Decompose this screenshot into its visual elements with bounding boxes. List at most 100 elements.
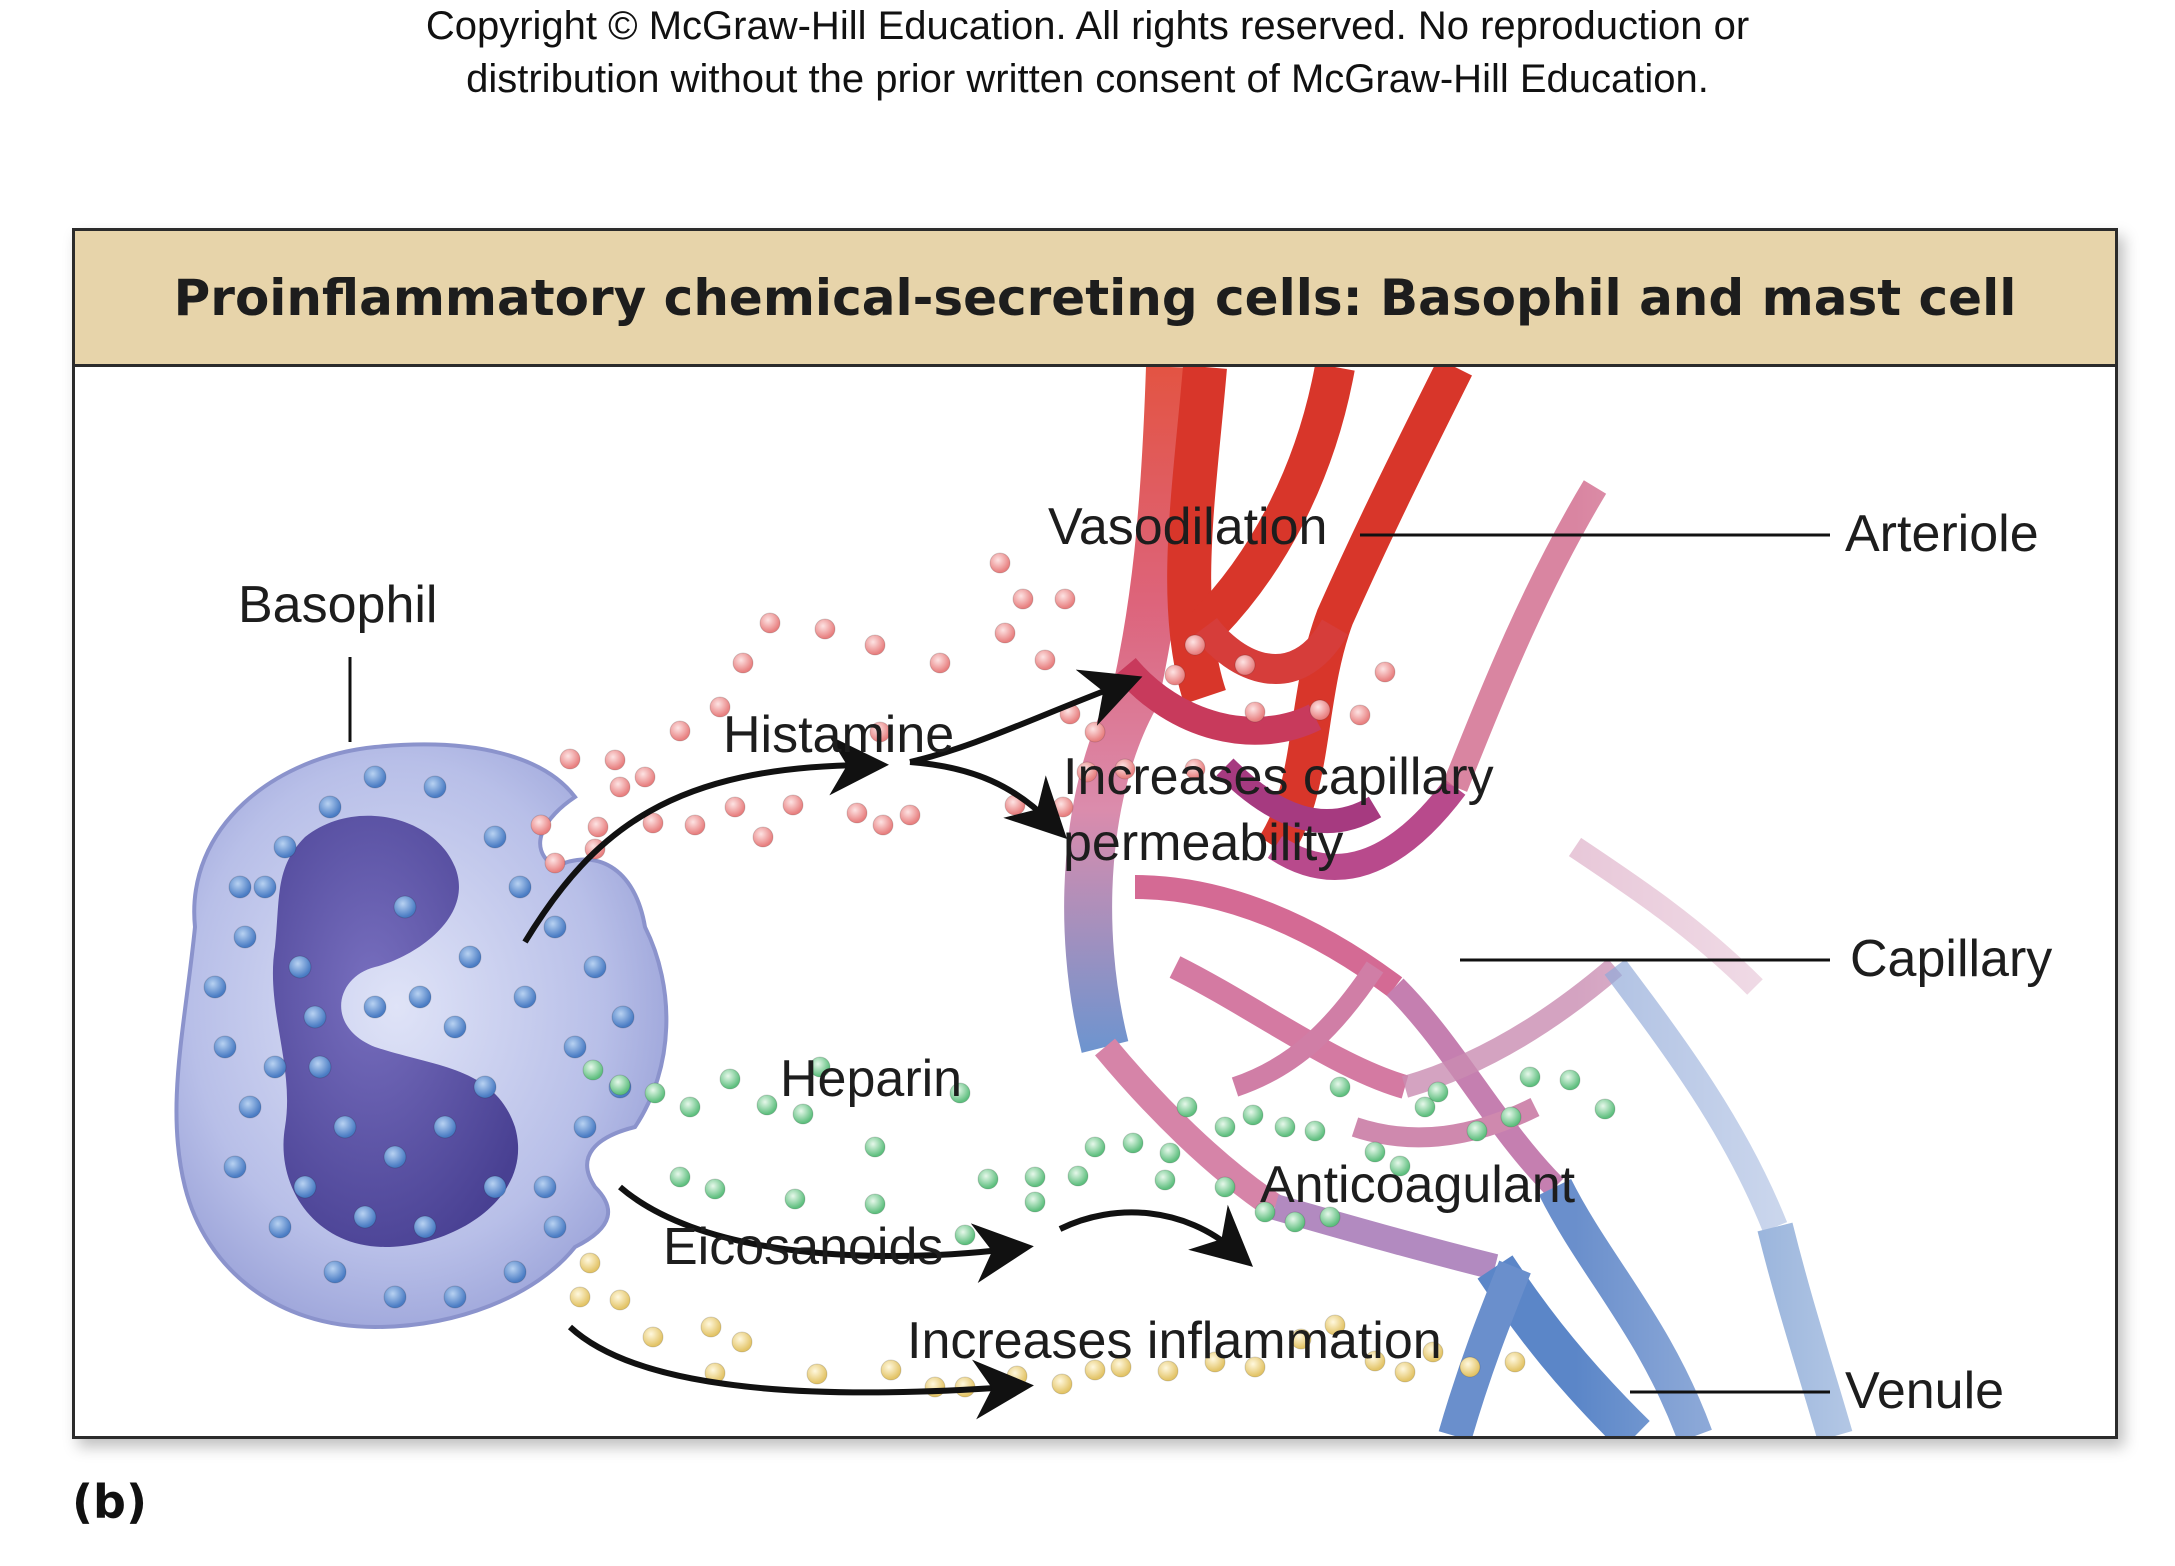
heparin-granule bbox=[679, 1096, 701, 1118]
histamine-granule bbox=[559, 748, 581, 770]
heparin-arrow bbox=[618, 1184, 1034, 1283]
eicosanoid-granule bbox=[1459, 1356, 1481, 1378]
heparin-granule bbox=[1254, 1201, 1276, 1223]
label-anticoagulant: Anticoagulant bbox=[1260, 1156, 1576, 1214]
basophil-granule bbox=[303, 1005, 327, 1029]
histamine-granule bbox=[530, 814, 552, 836]
histamine-granule bbox=[604, 749, 626, 771]
heparin-granule bbox=[1159, 1142, 1181, 1164]
heparin-granule bbox=[719, 1068, 741, 1090]
leader-lines bbox=[348, 533, 1830, 1394]
basophil-granule bbox=[268, 1215, 292, 1239]
basophil-granule bbox=[458, 945, 482, 969]
heparin-granule bbox=[1329, 1076, 1351, 1098]
eicosanoid-granule bbox=[569, 1286, 591, 1308]
eicosanoid-granule bbox=[1290, 1328, 1312, 1350]
basophil-granule bbox=[483, 825, 507, 849]
heparin-granule bbox=[1427, 1081, 1449, 1103]
basophil-granule bbox=[238, 1095, 262, 1119]
histamine-granule bbox=[1076, 761, 1098, 783]
histamine-granule bbox=[669, 720, 691, 742]
histamine-granule bbox=[1234, 654, 1256, 676]
basophil-granule bbox=[353, 1205, 377, 1229]
heparin-granule bbox=[949, 1082, 971, 1104]
diagram-illustration bbox=[174, 358, 2115, 1436]
histamine-granule bbox=[989, 552, 1011, 574]
vessel-network bbox=[1064, 358, 2115, 1436]
basophil-granule bbox=[611, 1005, 635, 1029]
heparin-granule bbox=[1214, 1116, 1236, 1138]
heparin-granule bbox=[1024, 1166, 1046, 1188]
eicosanoid-granule bbox=[1204, 1351, 1226, 1373]
heparin-granule bbox=[954, 1224, 976, 1246]
heparin-granule bbox=[1364, 1141, 1386, 1163]
histamine-granule bbox=[684, 814, 706, 836]
anticoagulant-arrow bbox=[1058, 1204, 1254, 1267]
heparin-granule bbox=[1519, 1066, 1541, 1088]
eicosanoid-granule bbox=[1422, 1341, 1444, 1363]
basophil-granule bbox=[443, 1015, 467, 1039]
label-eicosanoids: Eicosanoids bbox=[663, 1218, 944, 1276]
panel-header: Proinflammatory chemical-secreting cells… bbox=[75, 231, 2115, 367]
heparin-granule bbox=[1024, 1191, 1046, 1213]
basophil-granule bbox=[573, 1115, 597, 1139]
heparin-granule bbox=[644, 1082, 666, 1104]
histamine-granule bbox=[709, 696, 731, 718]
label-capillary: Capillary bbox=[1850, 930, 2053, 988]
basophil-granules bbox=[203, 765, 635, 1309]
eicosanoid-granule bbox=[1051, 1373, 1073, 1395]
heparin-granule bbox=[1319, 1206, 1341, 1228]
label-capillary-permeability-2: permeability bbox=[1063, 814, 1344, 872]
eicosanoid-granule bbox=[642, 1326, 664, 1348]
eicosanoid-granule bbox=[1110, 1356, 1132, 1378]
histamine-granule bbox=[544, 852, 566, 874]
histamine-granule bbox=[1012, 588, 1034, 610]
heparin-granule bbox=[1084, 1136, 1106, 1158]
histamine-granule bbox=[609, 776, 631, 798]
histamine-granule bbox=[814, 618, 836, 640]
basophil-granule bbox=[423, 775, 447, 799]
label-vasodilation: Vasodilation bbox=[1048, 498, 1328, 556]
eicosanoid-granule bbox=[1157, 1360, 1179, 1382]
heparin-granule bbox=[756, 1094, 778, 1116]
heparin-granule bbox=[1389, 1155, 1411, 1177]
arrows bbox=[522, 669, 1254, 1420]
basophil-granule bbox=[483, 1175, 507, 1199]
histamine-granule bbox=[634, 766, 656, 788]
histamine-granule bbox=[1374, 661, 1396, 683]
basophil-granule bbox=[383, 1145, 407, 1169]
label-histamine: Histamine bbox=[723, 706, 955, 764]
basophil-granule bbox=[413, 1215, 437, 1239]
histamine-granule bbox=[1244, 701, 1266, 723]
basophil-granule bbox=[363, 995, 387, 1019]
basophil-granule bbox=[513, 985, 537, 1009]
label-heparin: Heparin bbox=[780, 1050, 963, 1108]
panel-title: Proinflammatory chemical-secreting cells… bbox=[173, 268, 2017, 327]
label-arteriole: Arteriole bbox=[1845, 505, 2039, 563]
heparin-granule bbox=[1154, 1169, 1176, 1191]
heparin-granule bbox=[582, 1059, 604, 1081]
label-increases-inflammation: Increases inflammation bbox=[907, 1312, 1442, 1370]
heparin-granule bbox=[1284, 1211, 1306, 1233]
heparin-granule bbox=[1304, 1120, 1326, 1142]
heparin-granule bbox=[1122, 1132, 1144, 1154]
heparin-granule bbox=[1466, 1120, 1488, 1142]
histamine-granule bbox=[1164, 664, 1186, 686]
basophil-granule bbox=[383, 1285, 407, 1309]
basophil-granule bbox=[443, 1285, 467, 1309]
histamine-granule bbox=[864, 634, 886, 656]
heparin-granule bbox=[784, 1188, 806, 1210]
basophil-granule bbox=[203, 975, 227, 999]
histamine-granule bbox=[1184, 758, 1206, 780]
heparin-granule bbox=[1414, 1096, 1436, 1118]
basophil-granule bbox=[233, 925, 257, 949]
basophil-granule bbox=[543, 1215, 567, 1239]
histamine-granule bbox=[1184, 634, 1206, 656]
basophil-granule bbox=[563, 1035, 587, 1059]
basophil-granule bbox=[508, 875, 532, 899]
histamine-granule bbox=[899, 804, 921, 826]
histamine-granule bbox=[752, 826, 774, 848]
heparin-granule bbox=[864, 1193, 886, 1215]
heparin-granule bbox=[1594, 1098, 1616, 1120]
histamine-granule bbox=[846, 802, 868, 824]
